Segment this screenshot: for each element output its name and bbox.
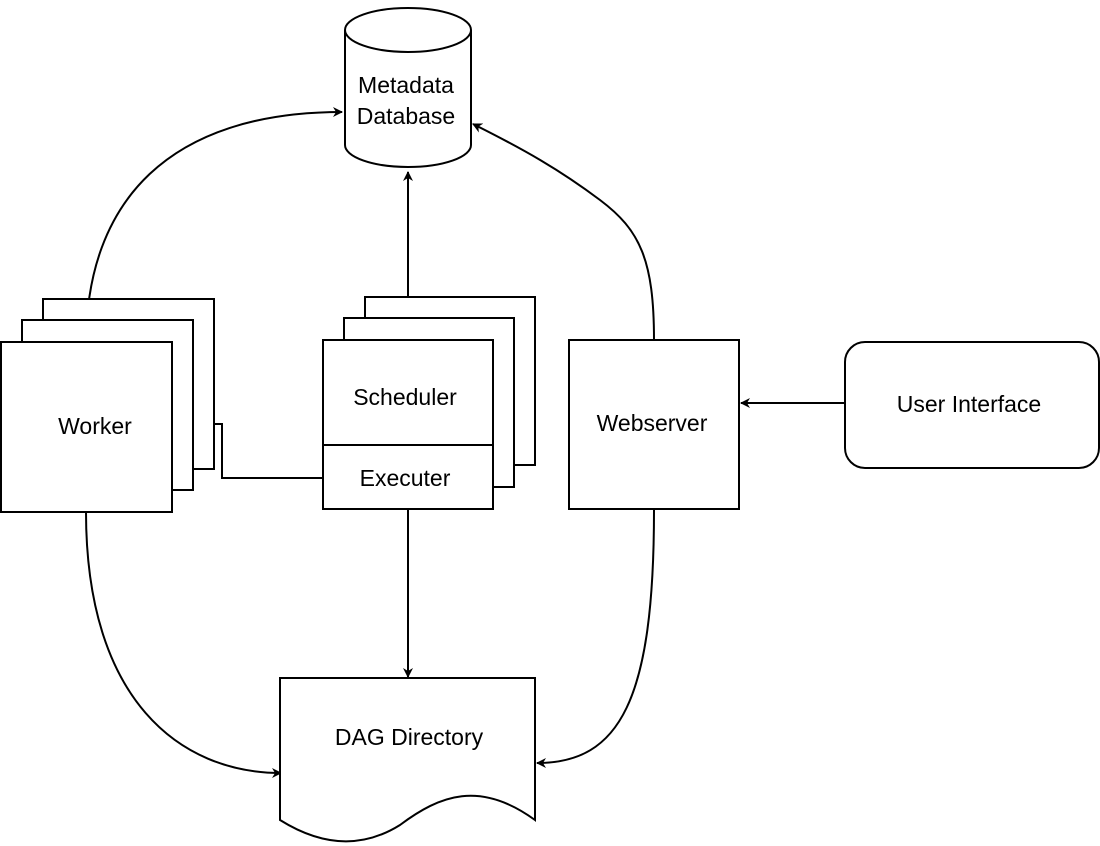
worker-node: Worker [0, 298, 215, 513]
user-interface-node: User Interface [844, 341, 1100, 469]
webserver-box [568, 339, 740, 510]
user-interface-label: User Interface [897, 391, 1041, 417]
dag-directory-label: DAG Directory [335, 724, 484, 750]
webserver-label: Webserver [597, 410, 708, 436]
dag-directory-document-shape [279, 677, 536, 843]
user-interface-box [844, 341, 1100, 469]
metadata-database-node: Metadata Database [344, 7, 472, 168]
edge-webserver-to-dag-directory [536, 509, 655, 768]
executer-box [322, 444, 494, 510]
edges [85, 107, 845, 778]
worker-box [0, 341, 173, 513]
metadata-database-label-line1: Metadata [358, 72, 454, 98]
scheduler-label: Scheduler [353, 384, 457, 410]
edge-worker-to-metadata-db [85, 107, 343, 346]
worker-label: Worker [58, 413, 132, 439]
scheduler-executer-node: Scheduler Executer [322, 296, 536, 510]
metadata-database-label-line2: Database [357, 103, 455, 129]
edge-worker-to-dag-directory [85, 511, 282, 778]
executer-label: Executer [360, 465, 451, 491]
webserver-node: Webserver [568, 339, 740, 510]
database-cylinder-top [344, 7, 472, 53]
dag-directory-node: DAG Directory [279, 677, 536, 843]
database-cylinder-body [344, 30, 472, 168]
edge-webserver-to-metadata-db [472, 123, 655, 341]
